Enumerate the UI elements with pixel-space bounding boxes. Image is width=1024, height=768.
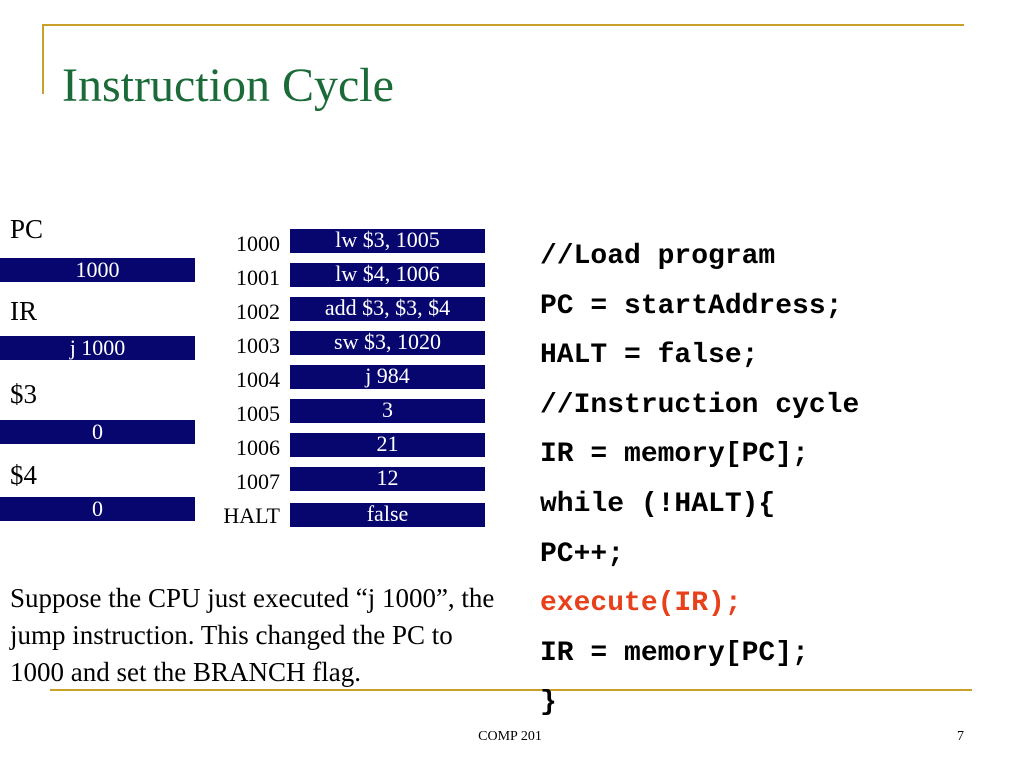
code-line: //Load program xyxy=(540,241,776,272)
memory-address: 1007 xyxy=(236,469,280,494)
ir-value: j 1000 xyxy=(0,336,195,360)
pc-label: PC xyxy=(10,214,44,244)
memory-cell: 12 xyxy=(290,467,485,491)
memory-address: 1000 xyxy=(236,231,280,256)
r3-label: $3 xyxy=(10,379,37,409)
bottom-rule xyxy=(50,689,972,691)
footer-course: COMP 201 xyxy=(478,729,542,744)
code-line: IR = memory[PC]; xyxy=(540,439,809,471)
memory-cell: 21 xyxy=(290,433,485,457)
code-line: HALT = false; xyxy=(540,340,759,372)
memory-cell: false xyxy=(290,503,485,527)
code-line: //Instruction cycle xyxy=(540,389,860,421)
top-rule xyxy=(42,24,964,26)
memory-cell: sw $3, 1020 xyxy=(290,331,485,355)
code-line: PC++; xyxy=(540,538,625,570)
r4-value: 0 xyxy=(0,497,195,521)
r3-value: 0 xyxy=(0,420,195,444)
memory-address: 1005 xyxy=(236,401,280,426)
ir-label: IR xyxy=(10,296,37,326)
explanation-text: Suppose the CPU just executed “j 1000”, … xyxy=(10,583,495,687)
memory-address: HALT xyxy=(223,503,280,528)
code-line: PC = startAddress; xyxy=(540,290,843,322)
memory-cell: 3 xyxy=(290,399,485,423)
pc-value: 1000 xyxy=(0,258,195,282)
memory-address: 1004 xyxy=(236,367,280,392)
memory-address: 1003 xyxy=(236,333,280,358)
left-rule xyxy=(42,24,44,94)
memory-address: 1006 xyxy=(236,435,280,460)
pseudocode: //Load program PC = startAddress; HALT =… xyxy=(540,232,1000,728)
code-line: IR = memory[PC]; xyxy=(540,637,809,669)
code-line-highlighted: execute(IR); xyxy=(540,588,742,620)
slide-title: Instruction Cycle xyxy=(62,59,394,112)
code-line: } xyxy=(540,687,557,719)
memory-cell: add $3, $3, $4 xyxy=(290,297,485,321)
memory-cell: j 984 xyxy=(290,365,485,389)
r4-label: $4 xyxy=(10,460,37,490)
memory-cell: lw $3, 1005 xyxy=(290,229,485,253)
page-number: 7 xyxy=(957,729,964,744)
memory-address: 1002 xyxy=(236,299,280,324)
memory-address: 1001 xyxy=(236,265,280,290)
code-line: while (!HALT){ xyxy=(540,488,776,520)
memory-cell: lw $4, 1006 xyxy=(290,263,485,287)
